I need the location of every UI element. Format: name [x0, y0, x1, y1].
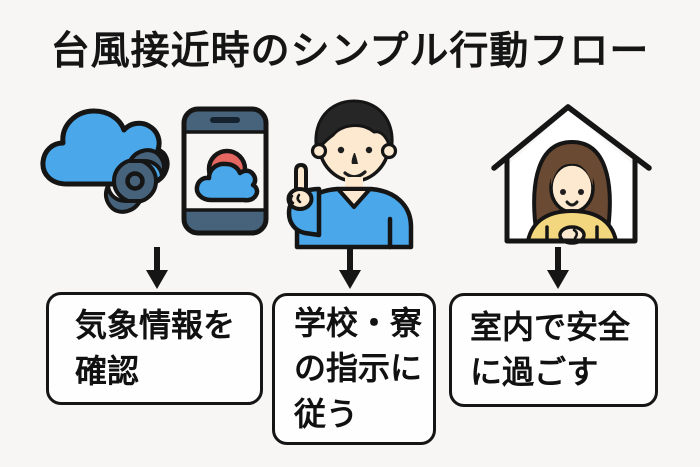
box-line: に過ごす [470, 354, 599, 390]
person-pointing-icon [286, 99, 414, 250]
typhoon-symbol-icon [103, 148, 167, 214]
mouth [343, 170, 367, 179]
box-line: 従う [294, 395, 359, 432]
phone-speaker [210, 117, 240, 123]
house-outline [491, 104, 652, 244]
step-box-check-weather: 気象情報を 確認 [46, 292, 263, 405]
woman [526, 140, 618, 245]
box-line: 室内で安全 [470, 308, 631, 345]
small-cloud-icon [194, 161, 260, 203]
nose [351, 153, 358, 164]
mouth [565, 200, 579, 207]
box-line: 気象情報を [75, 307, 236, 344]
page-title: 台風接近時のシンプル行動フロー [50, 30, 650, 73]
down-arrow-icon [547, 247, 569, 289]
typhoon-cloud-weather-app-icon [40, 106, 269, 236]
step-box-stay-indoors: 室内で安全 に過ごす [449, 293, 658, 407]
box-line: 学校・寮 [294, 304, 423, 341]
v-neck [336, 187, 372, 209]
down-arrow-icon [146, 247, 168, 289]
woman-in-house-icon [491, 104, 652, 245]
smartphone-icon [181, 106, 269, 236]
down-arrow-icon [339, 247, 361, 289]
fringe [550, 153, 594, 186]
box-line: の指示に [294, 350, 423, 387]
box-line: 確認 [75, 352, 140, 389]
pointing-hand [286, 163, 314, 211]
step-box-follow-instructions: 学校・寮 の指示に 従う [272, 293, 436, 445]
